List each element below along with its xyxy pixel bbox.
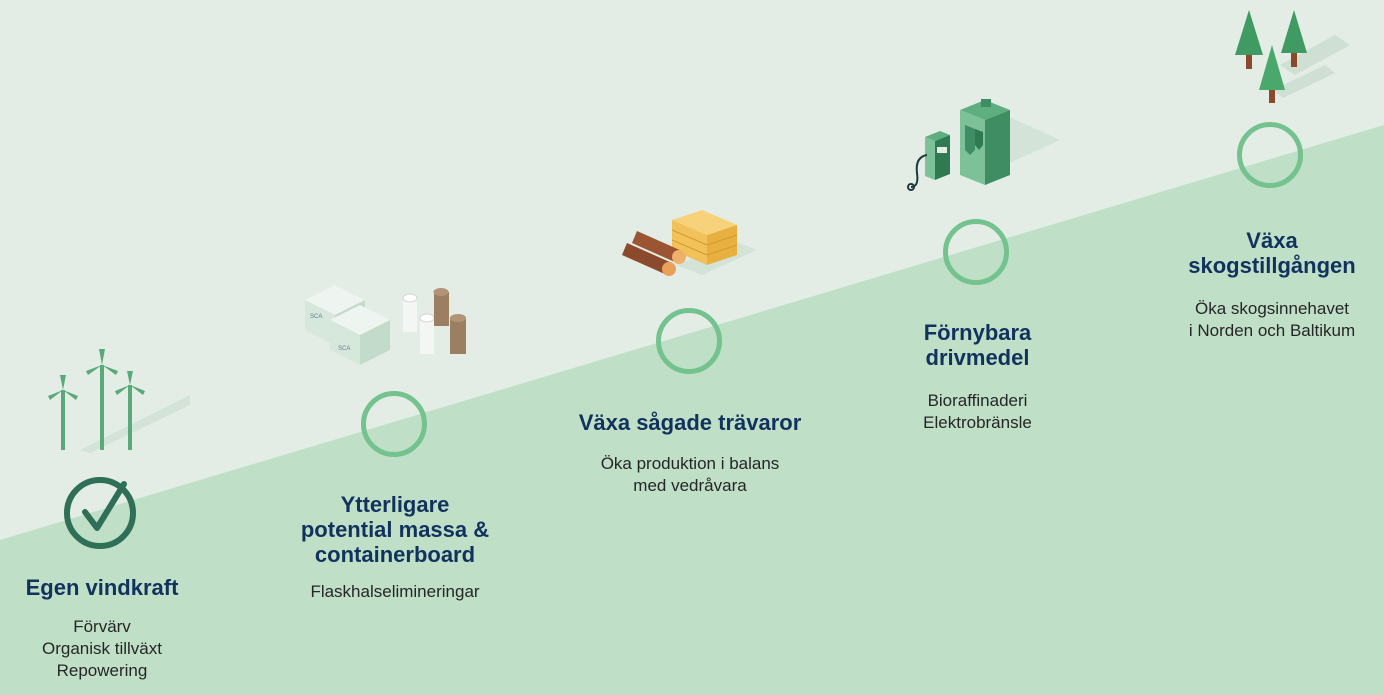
step-title: Förnybara xyxy=(923,320,1032,345)
trees-icon xyxy=(1235,10,1350,103)
check-circle-icon xyxy=(64,477,136,549)
step-title: drivmedel xyxy=(925,345,1030,370)
step-detail: Flaskhalselimineringar xyxy=(310,582,480,601)
step-title: Växa sågade trävaror xyxy=(578,410,802,435)
step-title: potential massa & xyxy=(300,517,490,542)
svg-text:SCA: SCA xyxy=(310,314,322,320)
step-title: Egen vindkraft xyxy=(25,575,179,600)
step-egen-vindkraft: Egen vindkraft Förvärv Organisk tillväxt… xyxy=(0,575,204,682)
step-detail: Organisk tillväxt xyxy=(42,639,162,658)
pulp-bales-and-rolls-icon: SCA SCA xyxy=(305,285,466,365)
step-fornybara-drivmedel: Förnybara drivmedel Bioraffinaderi Elekt… xyxy=(870,320,1085,434)
step-title: containerboard xyxy=(314,542,476,567)
step-vaxa-skogstillgangen: Växa skogstillgången Öka skogsinnehavet … xyxy=(1160,228,1384,342)
step-detail: i Norden och Baltikum xyxy=(1188,321,1356,340)
step-detail: Repowering xyxy=(56,661,148,680)
step-title: Ytterligare xyxy=(340,492,450,517)
fuel-pump-and-refinery-icon xyxy=(907,99,1060,191)
logs-and-lumber-icon xyxy=(622,210,757,276)
step-ring-drivmedel xyxy=(943,219,1009,285)
svg-text:SCA: SCA xyxy=(338,346,350,352)
step-detail: Förvärv xyxy=(73,617,131,636)
step-title: Växa xyxy=(1246,228,1298,253)
step-detail: Elektrobränsle xyxy=(923,413,1032,432)
step-massa-containerboard: Ytterligare potential massa & containerb… xyxy=(270,492,520,603)
step-detail: med vedråvara xyxy=(633,476,747,495)
step-ring-skog xyxy=(1237,122,1303,188)
step-detail: Öka skogsinnehavet xyxy=(1194,299,1350,318)
step-title: skogstillgången xyxy=(1188,253,1356,278)
step-ring-massa xyxy=(361,391,427,457)
step-detail: Bioraffinaderi xyxy=(927,391,1028,410)
step-vaxa-sagade-travaror: Växa sågade trävaror Öka produktion i ba… xyxy=(540,410,840,497)
step-ring-travaror xyxy=(656,308,722,374)
step-detail: Öka produktion i balans xyxy=(600,454,780,473)
wind-turbines-icon xyxy=(48,349,190,453)
